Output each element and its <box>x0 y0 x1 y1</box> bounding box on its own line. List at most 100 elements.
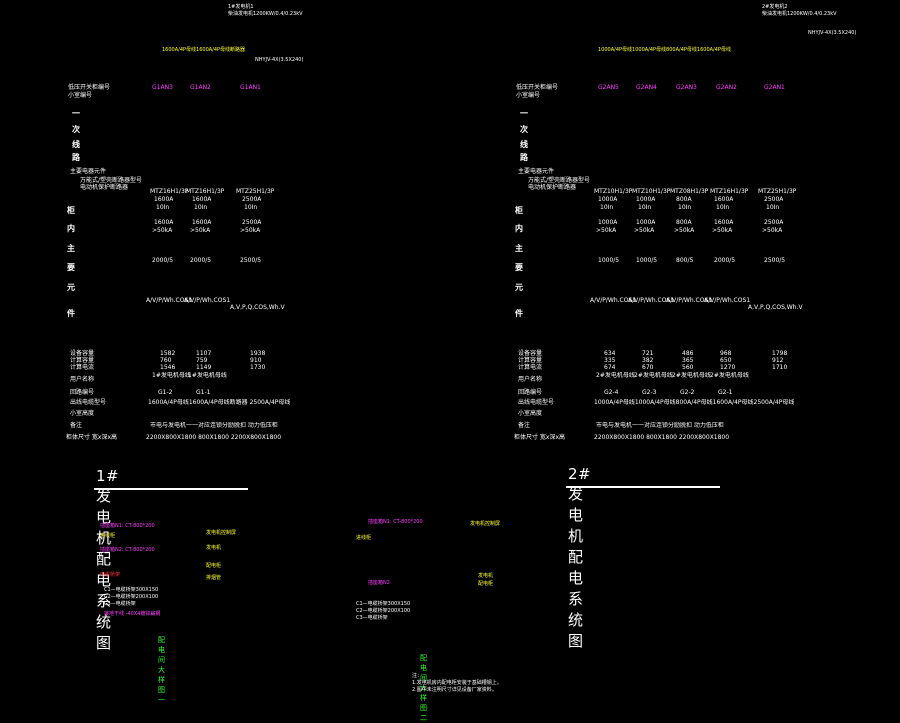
right-user-row: 用户名称 <box>518 376 543 383</box>
left-loop-val-1: G1-2 <box>158 389 173 396</box>
right-room-label-4: C1—电缆桥架300X150 <box>356 601 411 607</box>
left-section-char-2: 次 <box>72 125 80 134</box>
left-r2-3: 10In <box>244 204 258 211</box>
left-loop-val-2: G1-1 <box>196 389 211 396</box>
right-power-row-3: 计算电流 <box>518 364 543 371</box>
right-cabinet-id-2: G2AN4 <box>636 84 657 91</box>
left-gen-glyph: G <box>232 67 237 75</box>
right-header-row: 低压开关柜编号 <box>516 84 559 91</box>
left-cabinet-id-2: G1AN2 <box>190 84 211 91</box>
right-section-char-3: 线 <box>520 140 528 149</box>
left-r4-2: >50kA <box>190 227 211 234</box>
left-pv-1-1: 759 <box>196 357 208 364</box>
left-room-right-2: 发电机 <box>206 545 222 551</box>
svg-text:3: 3 <box>740 257 744 264</box>
right-user-val-3: 2#发电机母线 <box>672 372 711 379</box>
right-rating-2: 1000A <box>636 196 656 203</box>
left-pv-2-1: 1149 <box>196 364 212 371</box>
left-pv-2-2: 1730 <box>250 364 266 371</box>
right-breaker-3: MTZ08H1/3P <box>670 188 709 195</box>
left-power-row-1: 设备容量 <box>70 350 95 357</box>
left-busbars <box>174 53 208 84</box>
right-side-char-3: 主 <box>515 244 523 253</box>
svg-text:1: 1 <box>742 208 746 215</box>
right-ct-4: 2000/5 <box>714 257 736 264</box>
svg-text:1: 1 <box>594 208 598 215</box>
right-ct-5: 2500/5 <box>764 257 786 264</box>
right-rating-1: 1000A <box>598 196 618 203</box>
right-pv-0-4: 1798 <box>772 350 788 357</box>
left-pv-1-0: 760 <box>160 357 172 364</box>
right-busbars-inner <box>607 84 739 165</box>
left-remark-row: 备注 <box>70 422 83 429</box>
left-section-char-4: 路 <box>72 153 80 162</box>
right-pv-0-1: 721 <box>642 350 654 357</box>
right-r4-5: >50kA <box>762 227 783 234</box>
left-ct-1: 2000/5 <box>152 257 174 264</box>
left-row-lines <box>78 239 146 335</box>
right-outgoing-row: 出线电缆型号 <box>518 399 555 406</box>
right-loop-row: 回路编号 <box>518 389 543 396</box>
left-breaker-2: MTZ16H1/3P <box>186 188 225 195</box>
svg-text:3: 3 <box>280 257 284 264</box>
left-side-char-2: 内 <box>67 224 75 233</box>
left-outgoing-val: 1600A/4P母线1600A/4P母线断路器 2500A/4P母线 <box>148 399 291 406</box>
right-loop-val-2: G2-3 <box>642 389 657 396</box>
right-ct-2: 1000/5 <box>636 257 658 264</box>
left-side-char-5: 元 <box>67 283 75 292</box>
right-generator-symbol <box>753 61 771 79</box>
svg-text:3: 3 <box>804 257 808 264</box>
right-room-leaders <box>411 521 479 591</box>
right-breaker-5: MTZ25H1/3P <box>758 188 797 195</box>
svg-text:φ+φ: φ+φ <box>188 152 197 157</box>
right-cable-label: NHYJV-4X(3.5X240) <box>808 30 857 36</box>
left-r2-1: 10In <box>156 204 170 211</box>
right-loop-val-4: G2-1 <box>718 389 733 396</box>
right-pv-2-1: 670 <box>642 364 654 371</box>
left-rating-2: 1600A <box>192 196 212 203</box>
right-rating-5: 2500A <box>764 196 784 203</box>
right-rating-4: 1600A <box>714 196 734 203</box>
right-r4-4: >50kA <box>712 227 733 234</box>
left-room-right-3: 配电柜 <box>206 563 222 569</box>
left-r2-2: 10In <box>194 204 208 211</box>
left-side-char-4: 要 <box>67 263 75 272</box>
right-room-right-2: 发电机 <box>478 573 494 579</box>
svg-text:3: 3 <box>216 257 220 264</box>
left-breaker-1: MTZ16H1/3P <box>150 188 189 195</box>
svg-text:1: 1 <box>179 208 183 215</box>
right-power-row-2: 计算容量 <box>518 357 543 364</box>
left-room-label-6: C2—电缆桥架200X100 <box>104 594 159 600</box>
right-room-label-6: C3—电缆桥架 <box>356 615 388 621</box>
left-power-row-2: 计算容量 <box>70 357 95 364</box>
right-pv-2-4: 1710 <box>772 364 788 371</box>
right-header-row2: 小室编号 <box>516 92 541 99</box>
left-generator-symbol <box>227 61 245 79</box>
left-header-row2: 小室编号 <box>68 92 93 99</box>
left-power-row-3: 计算电流 <box>70 364 95 371</box>
left-room-row: 小室高度 <box>70 410 95 417</box>
right-room-plan <box>421 517 479 643</box>
svg-text:3: 3 <box>662 257 666 264</box>
left-header-row: 低压开关柜编号 <box>68 84 111 91</box>
right-remark-row: 备注 <box>518 422 531 429</box>
right-ct-3: 800/5 <box>676 257 694 264</box>
right-power-row-1: 设备容量 <box>518 350 543 357</box>
left-user-val-2: 1#发电机母线 <box>188 372 227 379</box>
right-pv-1-4: 912 <box>772 357 784 364</box>
right-room-label-3: 插座箱N2 <box>368 580 390 586</box>
left-outgoing-row: 出线电缆型号 <box>70 399 107 406</box>
svg-text:1: 1 <box>664 208 668 215</box>
right-r3-5: 2500A <box>764 219 784 226</box>
svg-text:φ+φ: φ+φ <box>150 152 159 157</box>
left-loop-row: 回路编号 <box>70 389 95 396</box>
right-remark-val: 市电与发电机一一对应连锁分励脱扣 动力低压柜 <box>596 422 724 429</box>
right-r2-4: 10In <box>716 204 730 211</box>
left-busbars-inner <box>162 84 215 165</box>
right-diagram-title: 2#发电机配电系统图 <box>568 465 592 650</box>
left-room-label-3: 插座箱N2: CT-800*200 <box>100 547 155 553</box>
left-room-right-1: 发电机控制屏 <box>206 530 237 536</box>
right-r3-3: 800A <box>676 219 692 226</box>
right-r4-3: >50kA <box>674 227 695 234</box>
right-meter-5: A,V,P,Q,COS,Wh.V <box>748 304 803 311</box>
